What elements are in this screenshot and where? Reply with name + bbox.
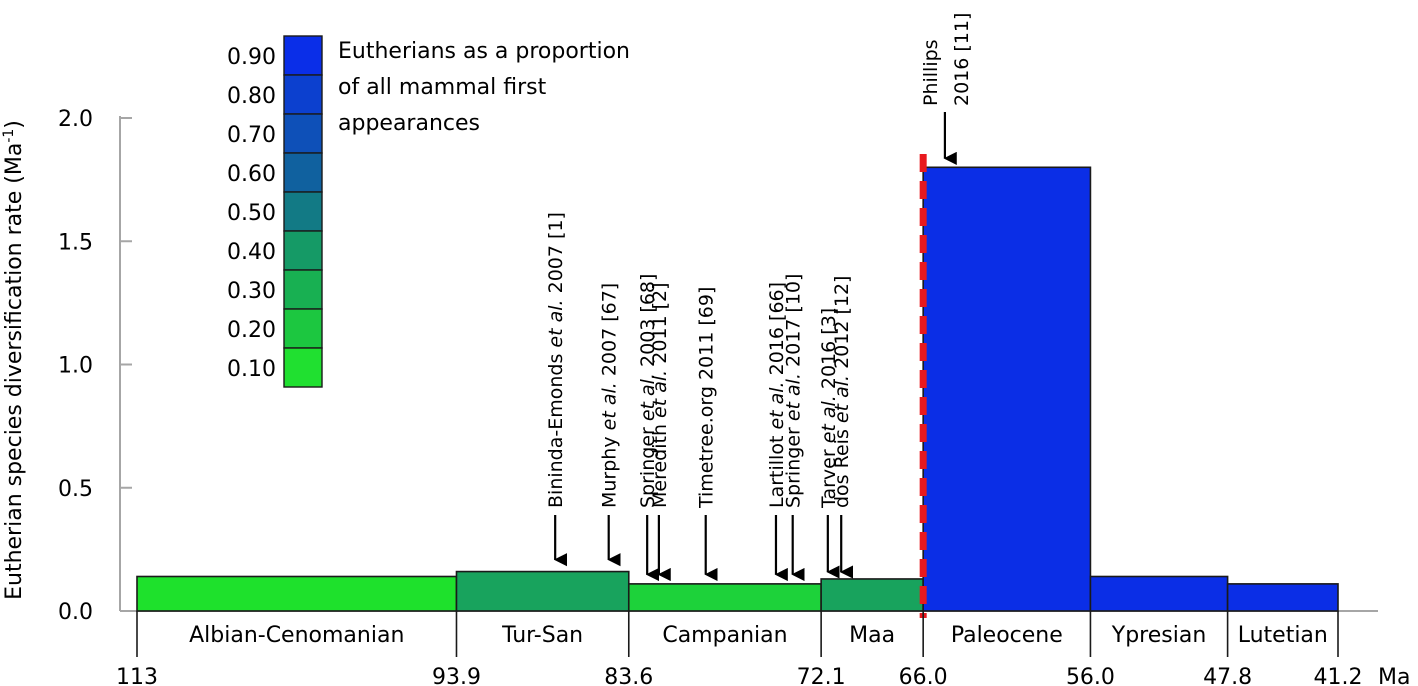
legend: 0.90 0.80 0.70 0.60 0.50 0.40 0.30 0.20 0.10 Euth…: [227, 35, 630, 388]
study-label: Springer et al. 2017 [10]: [783, 274, 805, 508]
legend-swatch: [283, 230, 323, 271]
legend-title: of all mammal first: [338, 75, 547, 100]
x-unit-label: Ma: [1378, 665, 1410, 686]
legend-swatch: [283, 74, 323, 115]
y-tick-label: 0.5: [58, 477, 93, 502]
legend-swatch: [283, 347, 323, 388]
legend-label: 0.40: [227, 240, 276, 265]
x-tick-label: 83.6: [604, 665, 653, 686]
period-label: Tur-San: [501, 623, 583, 648]
x-tick-label: 47.8: [1203, 665, 1252, 686]
y-tick-label: 0.0: [58, 600, 93, 625]
legend-label: 0.50: [227, 201, 276, 226]
period-label: Lutetian: [1238, 623, 1328, 648]
bar: [922, 166, 1092, 612]
x-tick-label: 93.9: [432, 665, 481, 686]
bar: [455, 570, 630, 612]
x-tick-label: 72.1: [797, 665, 846, 686]
bar: [1226, 583, 1339, 612]
legend-label: 0.10: [227, 357, 276, 382]
study-label: Meredith et al. 2011 [2]: [649, 282, 671, 508]
x-tick-label: 66.0: [899, 665, 948, 686]
legend-swatch: [283, 113, 323, 154]
legend-swatch: [283, 152, 323, 193]
legend-label: 0.70: [227, 123, 276, 148]
legend-swatch: [283, 269, 323, 310]
study-label: Lartillot et al. 2016 [66]: [766, 282, 788, 508]
legend-label: 0.20: [227, 318, 276, 343]
y-tick-label: 1.0: [58, 354, 93, 379]
x-tick-label: 56.0: [1066, 665, 1115, 686]
legend-swatch: [283, 308, 323, 349]
study-annotations: Bininda-Emonds et al. 2007 [1] Murphy et …: [545, 13, 973, 582]
bar: [820, 578, 924, 612]
period-label: Albian-Cenomanian: [189, 623, 404, 648]
legend-swatch: [283, 35, 323, 76]
study-label: Bininda-Emonds et al. 2007 [1]: [545, 212, 567, 508]
legend-label: 0.80: [227, 84, 276, 109]
bars: [136, 154, 1339, 618]
bar: [627, 583, 822, 612]
period-row: Albian-Cenomanian Tur-San Campanian Maa Pale…: [116, 611, 1410, 686]
study-label: Springer et al. 2003 [68]: [637, 274, 659, 508]
bar: [136, 575, 458, 612]
x-tick-label: 41.2: [1314, 665, 1363, 686]
y-tick-label: 1.5: [58, 230, 93, 255]
period-label: Ypresian: [1111, 623, 1207, 648]
period-label: Maa: [849, 623, 895, 648]
legend-label: 0.30: [227, 279, 276, 304]
y-tick-label: 2.0: [58, 107, 93, 132]
legend-swatch: [283, 191, 323, 232]
period-label: Paleocene: [951, 623, 1063, 648]
study-label: Murphy et al. 2007 [67]: [599, 283, 621, 508]
bar: [1089, 575, 1229, 612]
legend-label: 0.60: [227, 162, 276, 187]
x-tick-label: 113: [116, 665, 158, 686]
study-label: Timetree.org 2011 [69]: [696, 287, 718, 509]
legend-title: Eutherians as a proportion: [338, 39, 630, 64]
legend-label: 0.90: [227, 45, 276, 70]
legend-title: appearances: [338, 111, 480, 136]
study-label: dos Reis et al. 2012 [12]: [831, 276, 853, 508]
y-axis-label: Eutherian species diversification rate (…: [1, 120, 27, 600]
study-label: Tarver et al. 2016 [3]: [818, 308, 840, 509]
period-label: Campanian: [662, 623, 787, 648]
